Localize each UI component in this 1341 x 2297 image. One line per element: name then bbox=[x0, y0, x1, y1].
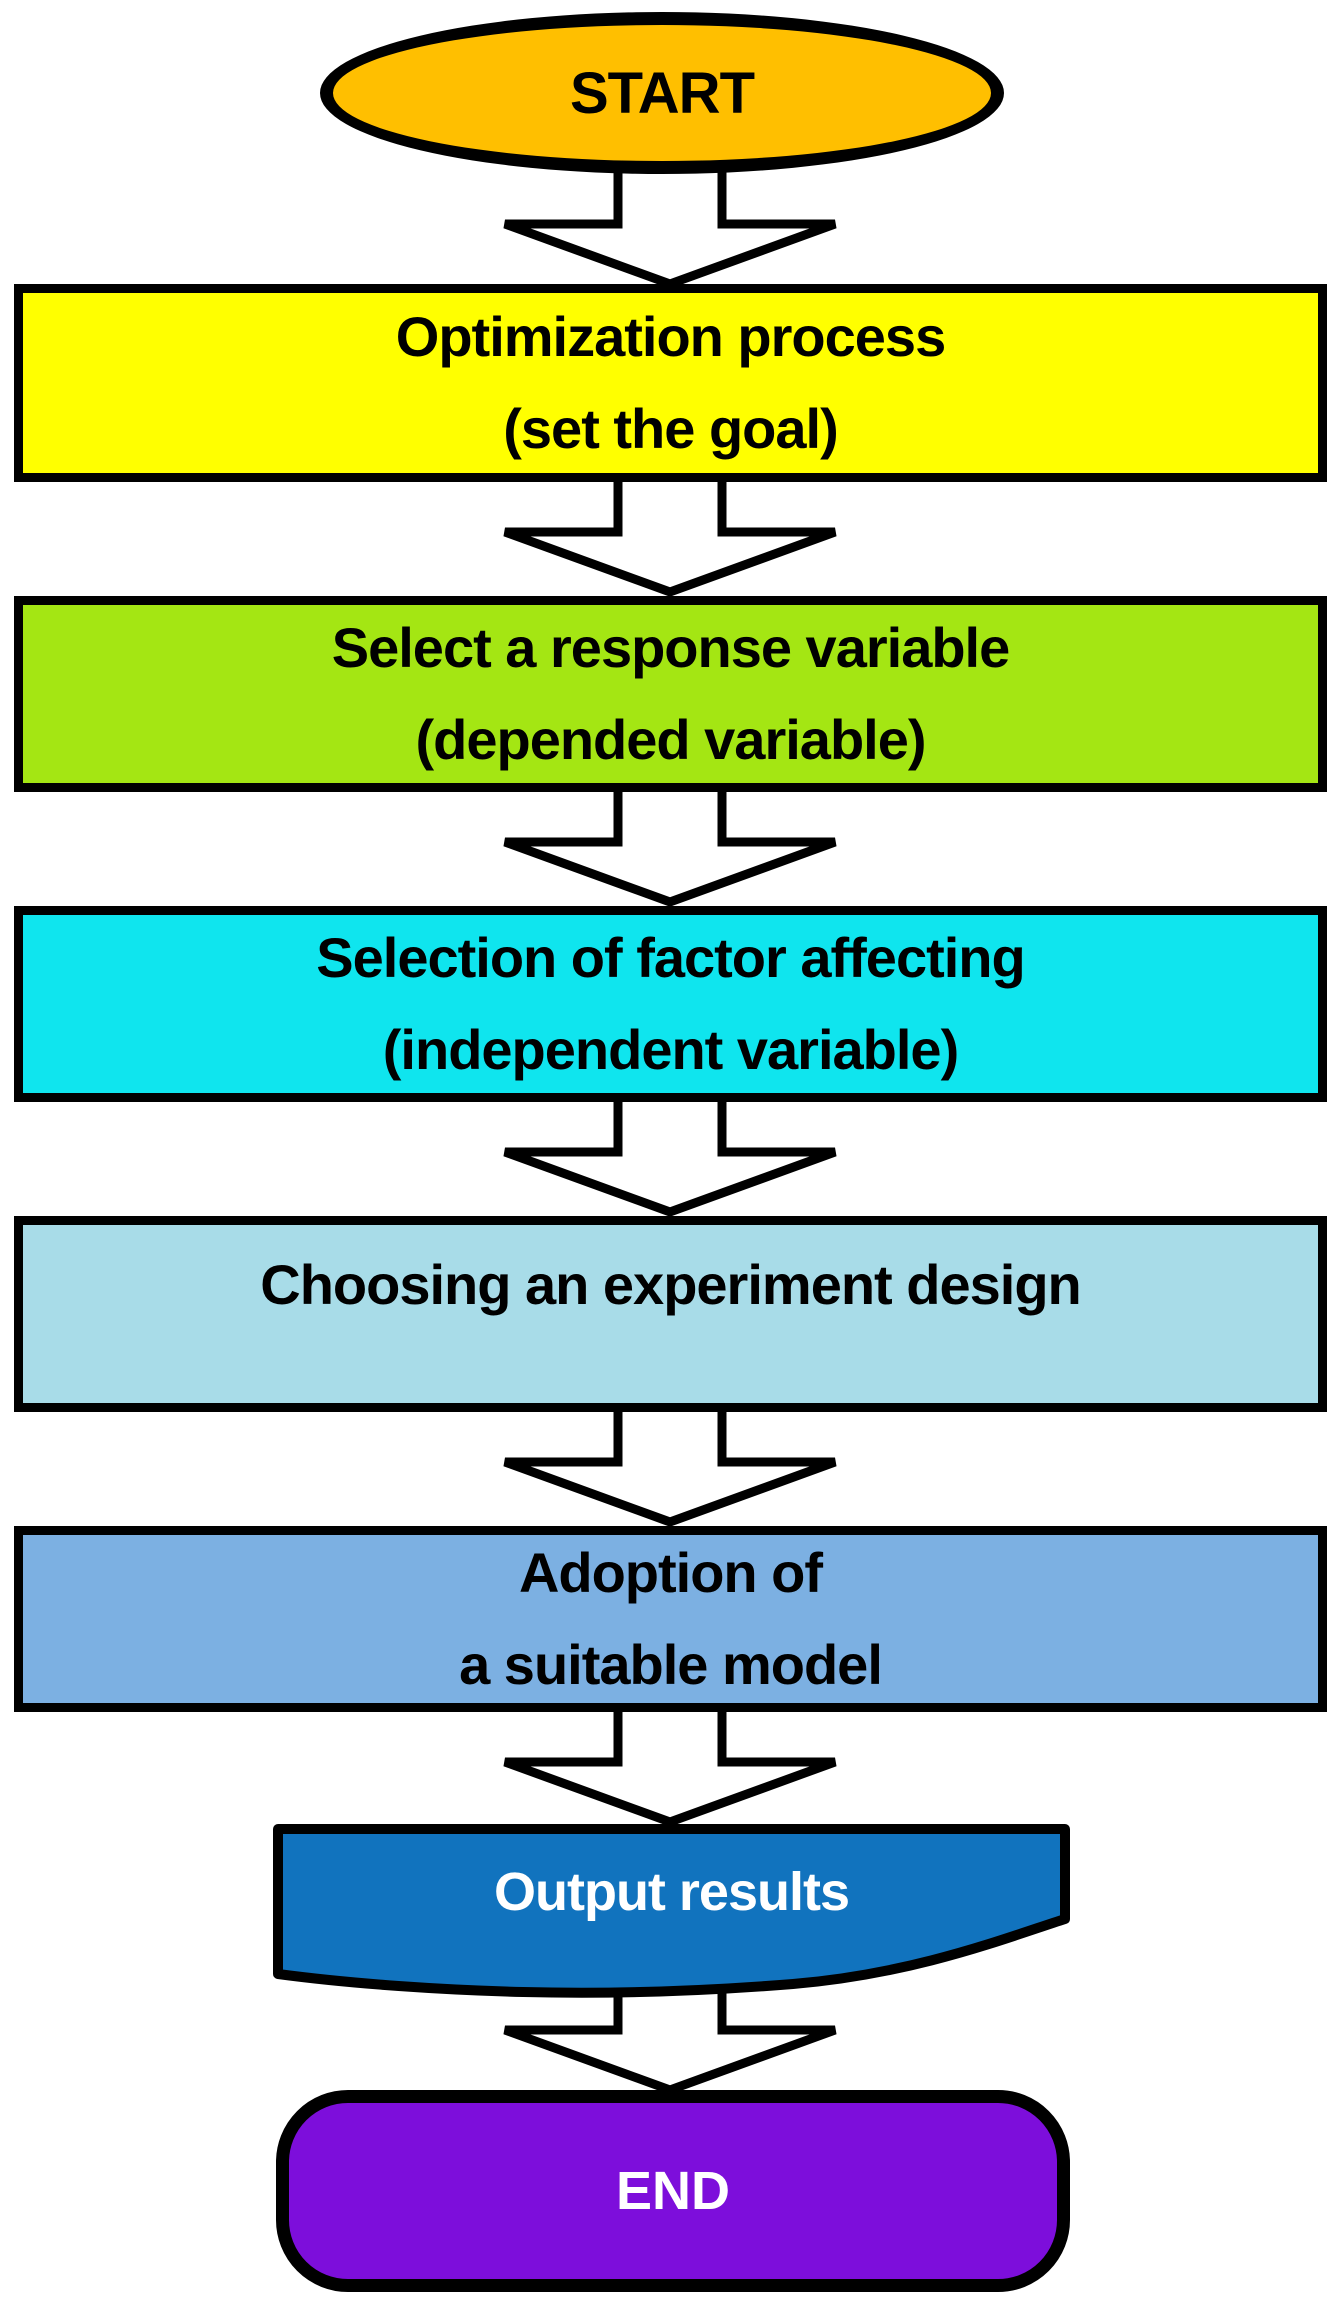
step-selection-of-factors: Selection of factor affecting (independe… bbox=[14, 906, 1327, 1102]
down-arrow-icon bbox=[503, 166, 837, 289]
document-shape bbox=[273, 1824, 1070, 1998]
down-arrow-icon bbox=[503, 1094, 837, 1217]
down-arrow-shape bbox=[503, 166, 837, 289]
output-results-label: Output results bbox=[493, 1862, 850, 1922]
down-arrow-shape bbox=[503, 1404, 837, 1527]
end-node: END bbox=[276, 2090, 1070, 2292]
step-line2: (independent variable) bbox=[382, 1018, 959, 1081]
down-arrow-shape bbox=[503, 1704, 837, 1827]
end-label: END bbox=[615, 2161, 730, 2221]
start-node: START bbox=[320, 12, 1004, 174]
output-results-node: Output results bbox=[273, 1824, 1070, 2002]
step-select-response-variable: Select a response variable (depended var… bbox=[14, 596, 1327, 792]
step-adoption-of-model: Adoption of a suitable model bbox=[14, 1526, 1327, 1712]
step-line1: Adoption of bbox=[518, 1541, 823, 1605]
step-line1: Select a response variable bbox=[331, 616, 1010, 680]
down-arrow-icon bbox=[503, 784, 837, 907]
step-line1: Selection of factor affecting bbox=[316, 926, 1025, 990]
step-choosing-experiment-design: Choosing an experiment design bbox=[14, 1216, 1327, 1412]
step-line2: a suitable model bbox=[459, 1633, 883, 1696]
step-line2: (depended variable) bbox=[415, 708, 926, 771]
down-arrow-icon bbox=[503, 1704, 837, 1827]
step-line1: Optimization process bbox=[395, 305, 946, 369]
step-optimization-process: Optimization process (set the goal) bbox=[14, 284, 1327, 482]
down-arrow-icon bbox=[503, 474, 837, 597]
down-arrow-icon bbox=[503, 1404, 837, 1527]
down-arrow-shape bbox=[503, 474, 837, 597]
step-line2: (set the goal) bbox=[503, 397, 838, 460]
step-line1: Choosing an experiment design bbox=[260, 1253, 1081, 1316]
down-arrow-shape bbox=[503, 784, 837, 907]
document-shape-path bbox=[273, 1824, 1070, 1998]
start-label: START bbox=[569, 60, 755, 126]
down-arrow-shape bbox=[503, 1094, 837, 1217]
